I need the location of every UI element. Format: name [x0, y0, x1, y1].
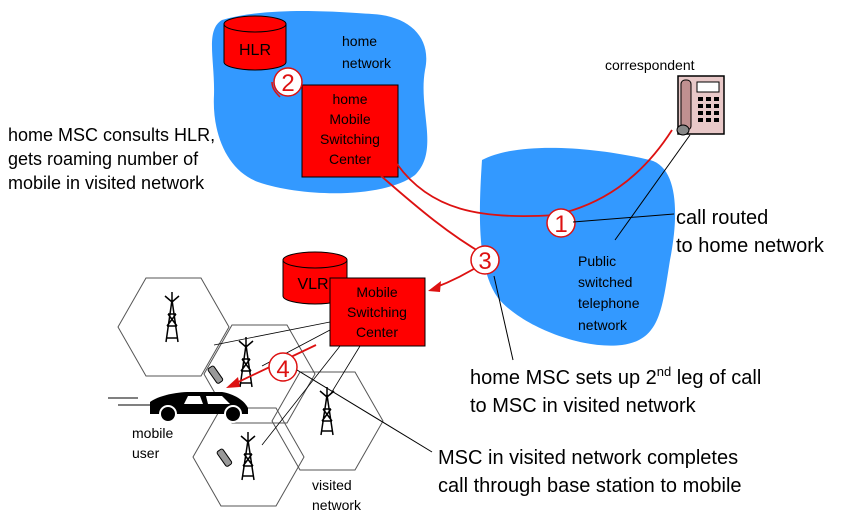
visited-msc-line1: Mobile	[356, 284, 397, 300]
annotation-hlr-consult-line1: home MSC consults HLR,	[8, 125, 215, 145]
correspondent-label: correspondent	[605, 57, 695, 73]
mobile-user-line1: mobile	[132, 425, 173, 441]
step-marker-4: 4	[268, 352, 298, 383]
arrowhead-to-visited-msc	[428, 281, 441, 292]
step-marker-1: 1	[546, 208, 576, 238]
visited-network-line1: visited	[312, 477, 352, 493]
annotation-completes-line2: call through base station to mobile	[438, 475, 742, 497]
pstn-line2: switched	[578, 274, 632, 290]
home-msc-line4: Center	[329, 151, 371, 167]
home-msc-line3: Switching	[320, 131, 380, 147]
telephone-icon	[614, 75, 725, 241]
hlr-label: HLR	[239, 42, 271, 59]
callout-line-completes	[296, 369, 433, 453]
mobile-user-line2: user	[132, 445, 160, 461]
step-marker-2: 2	[273, 67, 303, 97]
annotation-second-leg-sup: nd	[657, 364, 671, 379]
callout-line-call-routed	[572, 213, 675, 223]
cell-3	[271, 371, 384, 471]
base-station-icon	[164, 292, 180, 343]
annotation-second-leg-line1: home MSC sets up 2nd leg of call	[470, 364, 761, 389]
arrowhead-to-mobile	[226, 377, 240, 388]
cell-1	[117, 277, 230, 377]
call-path-hlr-consult	[271, 81, 281, 98]
annotation-call-routed-line1: call routed	[676, 207, 768, 229]
annotation-call-routed-line2: to home network	[676, 235, 825, 257]
home-network-label-line1: home	[342, 33, 377, 49]
base-station-icon	[238, 337, 254, 388]
step-4-label: 4	[276, 356, 289, 383]
pstn-line3: telephone	[578, 295, 640, 311]
cell-4	[192, 407, 305, 507]
base-station-icon	[319, 387, 335, 436]
pstn-cloud	[479, 147, 676, 346]
callout-line-second-leg	[493, 275, 514, 361]
cellphone-icon	[216, 448, 233, 467]
base-station-icon	[240, 432, 256, 481]
annotation-completes-line1: MSC in visited network completes	[438, 447, 738, 469]
callout-lines	[296, 213, 675, 453]
step-1-label: 1	[554, 211, 567, 238]
hlr-database-icon: HLR	[223, 15, 287, 71]
home-msc-line1: home	[332, 91, 367, 107]
pstn-line1: Public	[578, 253, 616, 269]
call-path-homemsc-pstn	[379, 174, 486, 256]
visited-msc-box: Mobile Switching Center	[329, 277, 426, 347]
call-path-correspondent-pstn	[554, 129, 673, 216]
step-marker-3: 3	[470, 245, 500, 275]
cellphone-icon	[207, 365, 224, 384]
visited-network-line2: network	[312, 497, 362, 513]
visited-msc-line3: Center	[356, 324, 398, 340]
step-2-label: 2	[281, 70, 294, 97]
step-3-label: 3	[478, 248, 491, 275]
annotation-hlr-consult-line3: mobile in visited network	[8, 173, 205, 193]
home-network-label-line2: network	[342, 55, 392, 71]
home-msc-box: home Mobile Switching Center	[301, 84, 399, 178]
msc-basestation-links	[213, 321, 361, 446]
annotation-second-leg-part2: leg of call	[671, 367, 761, 389]
car-icon	[108, 392, 248, 423]
call-path-pstn-homemsc	[396, 163, 556, 218]
home-msc-line2: Mobile	[329, 111, 370, 127]
cell-2	[203, 324, 316, 424]
visited-msc-line2: Switching	[347, 304, 407, 320]
vlr-label: VLR	[297, 276, 328, 293]
pstn-line4: network	[578, 317, 628, 333]
visited-network-cells	[117, 277, 384, 507]
annotation-hlr-consult-line2: gets roaming number of	[8, 149, 199, 169]
annotation-second-leg-line2: to MSC in visited network	[470, 395, 697, 417]
annotation-second-leg-part1: home MSC sets up 2	[470, 367, 657, 389]
